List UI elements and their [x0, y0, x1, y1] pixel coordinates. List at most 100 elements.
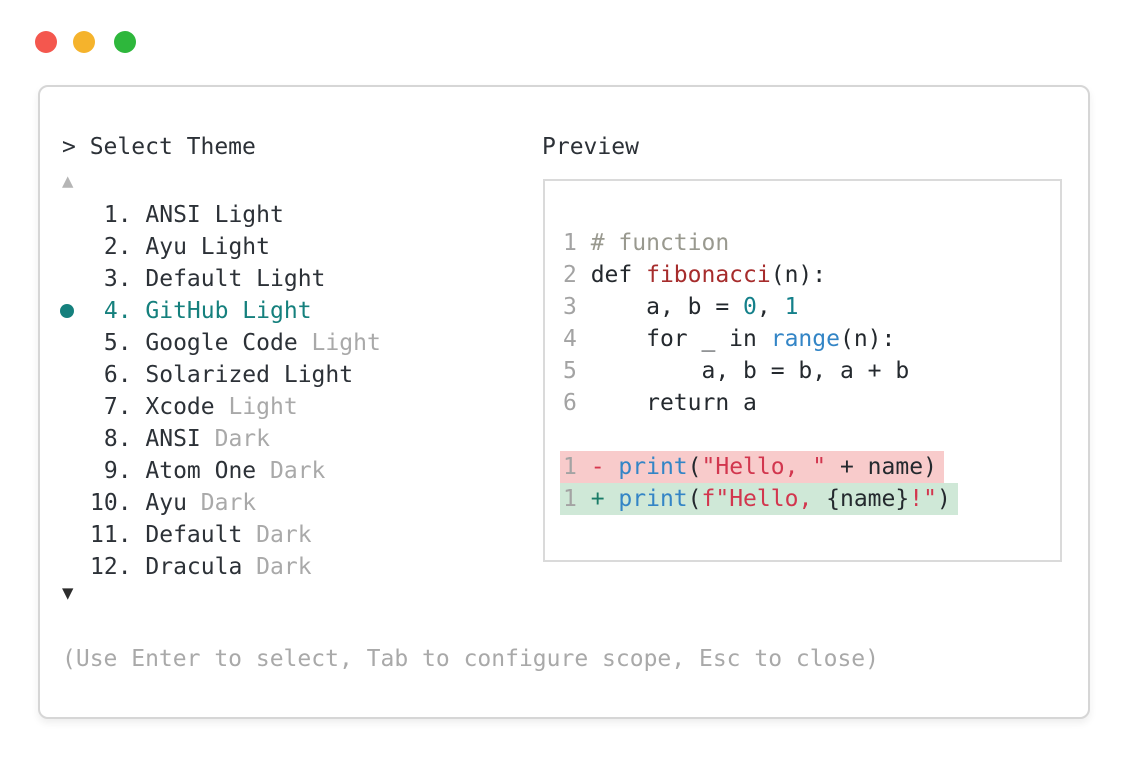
- code-token: + name): [826, 454, 937, 480]
- scroll-up-icon[interactable]: ▲: [62, 170, 74, 192]
- item-number: 12.: [90, 554, 132, 580]
- code-token: (n):: [839, 326, 896, 352]
- zoom-button[interactable]: [114, 31, 136, 53]
- code-token: # function: [590, 230, 730, 256]
- item-number: 1.: [90, 202, 132, 228]
- item-label: ANSI Dark: [145, 426, 271, 452]
- line-number: 2: [563, 262, 591, 288]
- theme-item-default-dark[interactable]: 11. Default Dark: [60, 519, 381, 551]
- dot-slot: [60, 423, 90, 455]
- theme-item-google-code-light[interactable]: 5.Google Code Light: [60, 327, 381, 359]
- code-token: f"Hello,: [701, 486, 827, 512]
- theme-item-ansi-light[interactable]: 1. ANSI Light: [60, 199, 381, 231]
- item-label: Default Dark: [145, 522, 312, 548]
- code-preview: 1 # function 2 def fibonacci(n): 3 a, b …: [543, 179, 1062, 562]
- minimize-button[interactable]: [73, 31, 95, 53]
- item-number: 10.: [90, 490, 132, 516]
- code-token: range: [770, 326, 840, 352]
- theme-picker-window: > Select Theme Preview ▲ 1. ANSI Light 2.…: [38, 85, 1090, 719]
- item-label: Ayu Dark: [145, 490, 257, 516]
- prompt-symbol: >: [62, 134, 90, 160]
- code-token: (: [687, 454, 702, 480]
- item-label: Solarized Light: [145, 362, 354, 388]
- item-label: Atom One Dark: [145, 458, 326, 484]
- code-token: return a: [590, 390, 757, 416]
- theme-item-solarized-light[interactable]: 6. Solarized Light: [60, 359, 381, 391]
- item-label: ANSI Light: [145, 202, 284, 228]
- diff-removed-line: 1 - print("Hello, " + name): [560, 451, 1060, 483]
- diff-added-highlight: 1 + print(f"Hello, {name}!"): [560, 483, 958, 515]
- item-label: Ayu Light: [145, 234, 270, 260]
- picker-header: > Select Theme: [62, 131, 256, 163]
- code-token: a, b =: [590, 294, 744, 320]
- code-line-1: 1 # function: [563, 227, 1060, 259]
- dot-slot: [60, 359, 90, 391]
- dot-slot: [60, 327, 90, 359]
- dot-slot: [60, 519, 90, 551]
- item-label: Dracula Dark: [145, 554, 312, 580]
- code-token: print: [618, 454, 688, 480]
- code-token: 1: [784, 294, 799, 320]
- item-number: 7.: [90, 394, 132, 420]
- theme-item-xcode-light[interactable]: 7.Xcode Light: [60, 391, 381, 423]
- line-number: 6: [563, 390, 591, 416]
- code-token: a, b = b, a + b: [590, 358, 910, 384]
- item-number: 5.: [90, 330, 132, 356]
- item-number: 3.: [90, 266, 132, 292]
- code-line-3: 3 a, b = 0, 1: [563, 291, 1060, 323]
- code-line-6: 6 return a: [563, 387, 1060, 419]
- code-token: !": [909, 486, 937, 512]
- code-token: {name}: [826, 486, 910, 512]
- theme-item-atom-one-dark[interactable]: 9. Atom One Dark: [60, 455, 381, 487]
- code-line-5: 5 a, b = b, a + b: [563, 355, 1060, 387]
- preview-label: Preview: [542, 134, 639, 160]
- item-number: 9.: [90, 458, 132, 484]
- code-line-2: 2 def fibonacci(n):: [563, 259, 1060, 291]
- dot-slot: [60, 391, 90, 423]
- code-token: print: [618, 486, 688, 512]
- code-token: (n):: [770, 262, 827, 288]
- theme-item-dracula-dark[interactable]: 12. Dracula Dark: [60, 551, 381, 583]
- scroll-down-icon[interactable]: ▼: [62, 582, 74, 604]
- code-line-blank: [563, 419, 1060, 451]
- selected-dot-icon: [60, 295, 90, 327]
- dot-slot: [60, 199, 90, 231]
- line-number: 5: [563, 358, 591, 384]
- line-number: 1: [563, 454, 591, 480]
- item-label: Default Light: [145, 266, 326, 292]
- item-number: 8.: [90, 426, 132, 452]
- diff-plus-sign: +: [590, 486, 619, 512]
- code-token: fibonacci: [646, 262, 771, 288]
- theme-item-ayu-dark[interactable]: 10. Ayu Dark: [60, 487, 381, 519]
- item-label: GitHub Light: [145, 298, 312, 324]
- code-token: "Hello, ": [701, 454, 827, 480]
- dot-slot: [60, 551, 90, 583]
- line-number: 1: [563, 230, 591, 256]
- diff-minus-sign: -: [590, 454, 619, 480]
- item-number: 11.: [90, 522, 132, 548]
- dot-slot: [60, 455, 90, 487]
- code-token: 0: [743, 294, 757, 320]
- code-line-4: 4 for _ in range(n):: [563, 323, 1060, 355]
- code-token: ): [936, 486, 951, 512]
- close-button[interactable]: [35, 31, 57, 53]
- theme-list: 1. ANSI Light 2. Ayu Light 3. Default Light…: [60, 199, 381, 583]
- item-number: 6.: [90, 362, 132, 388]
- dot-slot: [60, 231, 90, 263]
- code-token: for _ in: [590, 326, 771, 352]
- theme-item-github-light[interactable]: 4.GitHub Light: [60, 295, 381, 327]
- theme-item-ayu-light[interactable]: 2. Ayu Light: [60, 231, 381, 263]
- dot-slot: [60, 263, 90, 295]
- theme-item-default-light[interactable]: 3. Default Light: [60, 263, 381, 295]
- page-title: Select Theme: [89, 134, 256, 160]
- item-number: 2.: [90, 234, 132, 260]
- theme-item-ansi-dark[interactable]: 8. ANSI Dark: [60, 423, 381, 455]
- keyboard-hint: (Use Enter to select, Tab to configure s…: [62, 646, 879, 672]
- diff-added-line: 1 + print(f"Hello, {name}!"): [560, 483, 1060, 515]
- code-token: ,: [756, 294, 785, 320]
- diff-removed-highlight: 1 - print("Hello, " + name): [560, 451, 944, 483]
- code-token: (: [687, 486, 702, 512]
- dot-slot: [60, 487, 90, 519]
- line-number: 4: [563, 326, 591, 352]
